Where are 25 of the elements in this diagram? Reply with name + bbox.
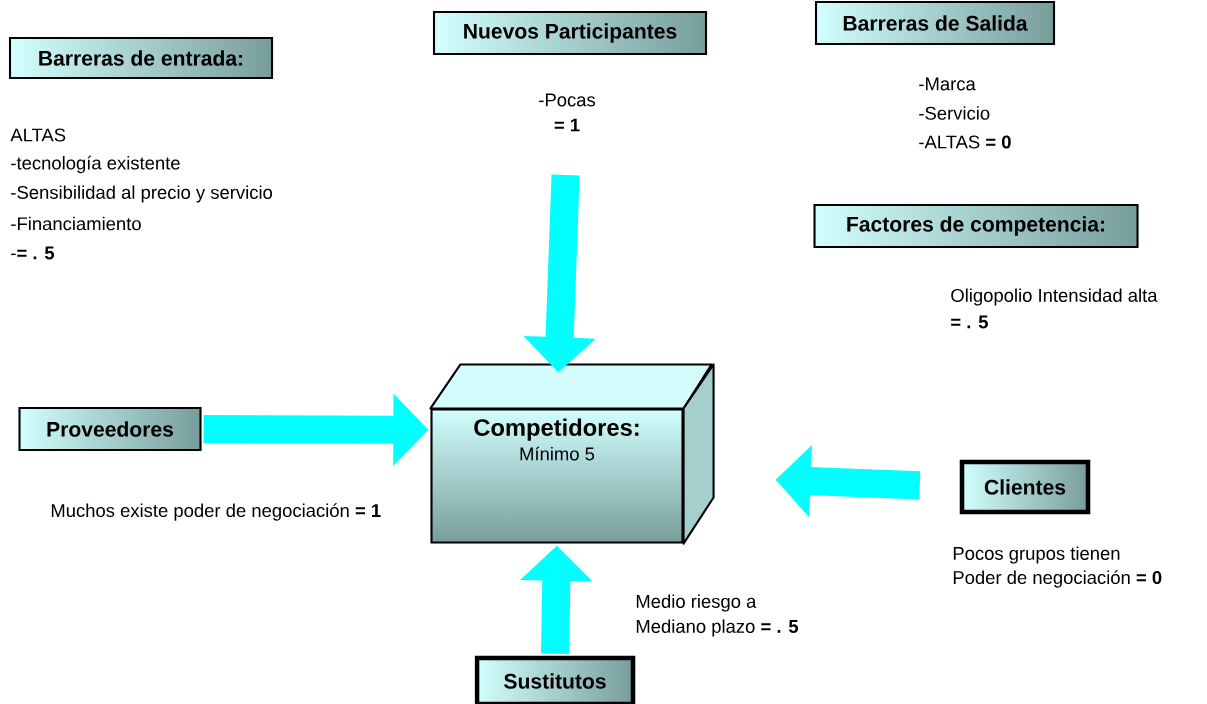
note-text: -tecnología existente xyxy=(11,155,180,174)
note-text: Oligopolio Intensidad alta xyxy=(951,288,1158,306)
note-text: Poder de negociación = 0 xyxy=(953,570,1162,588)
note-text: -Pocas xyxy=(539,93,596,107)
note-text: -Servicio xyxy=(919,106,990,120)
cube-box: Competidores: Mínimo 5 xyxy=(429,363,715,545)
note-text: Pocos grupos tienen xyxy=(953,546,1120,564)
note-text: = 1 xyxy=(554,118,580,132)
label-box: Clientes xyxy=(959,459,1091,515)
note-text: Medio riesgo a xyxy=(636,594,757,612)
label-box: Factores de competencia: xyxy=(813,203,1139,249)
label-box: Nuevos Participantes xyxy=(432,10,708,56)
note-text: -Financiamiento xyxy=(11,216,141,231)
note-text: -Sensibilidad al precio y servicio xyxy=(11,185,273,203)
note-text: -ALTAS = 0 xyxy=(919,135,1011,149)
note-text: -Marca xyxy=(919,77,976,91)
note-text: Mediano plazo = . 5 xyxy=(636,619,799,637)
label-box: Proveedores xyxy=(18,406,202,452)
label-box: Barreras de Salida xyxy=(814,0,1056,46)
note-text: = . 5 xyxy=(951,315,988,329)
label-box: Sustitutos xyxy=(474,655,636,704)
note-text: ALTAS xyxy=(10,128,66,142)
label-box: Barreras de entrada: xyxy=(8,36,274,80)
note-text: -= . 5 xyxy=(11,246,55,260)
note-text: Muchos existe poder de negociación = 1 xyxy=(51,503,381,521)
